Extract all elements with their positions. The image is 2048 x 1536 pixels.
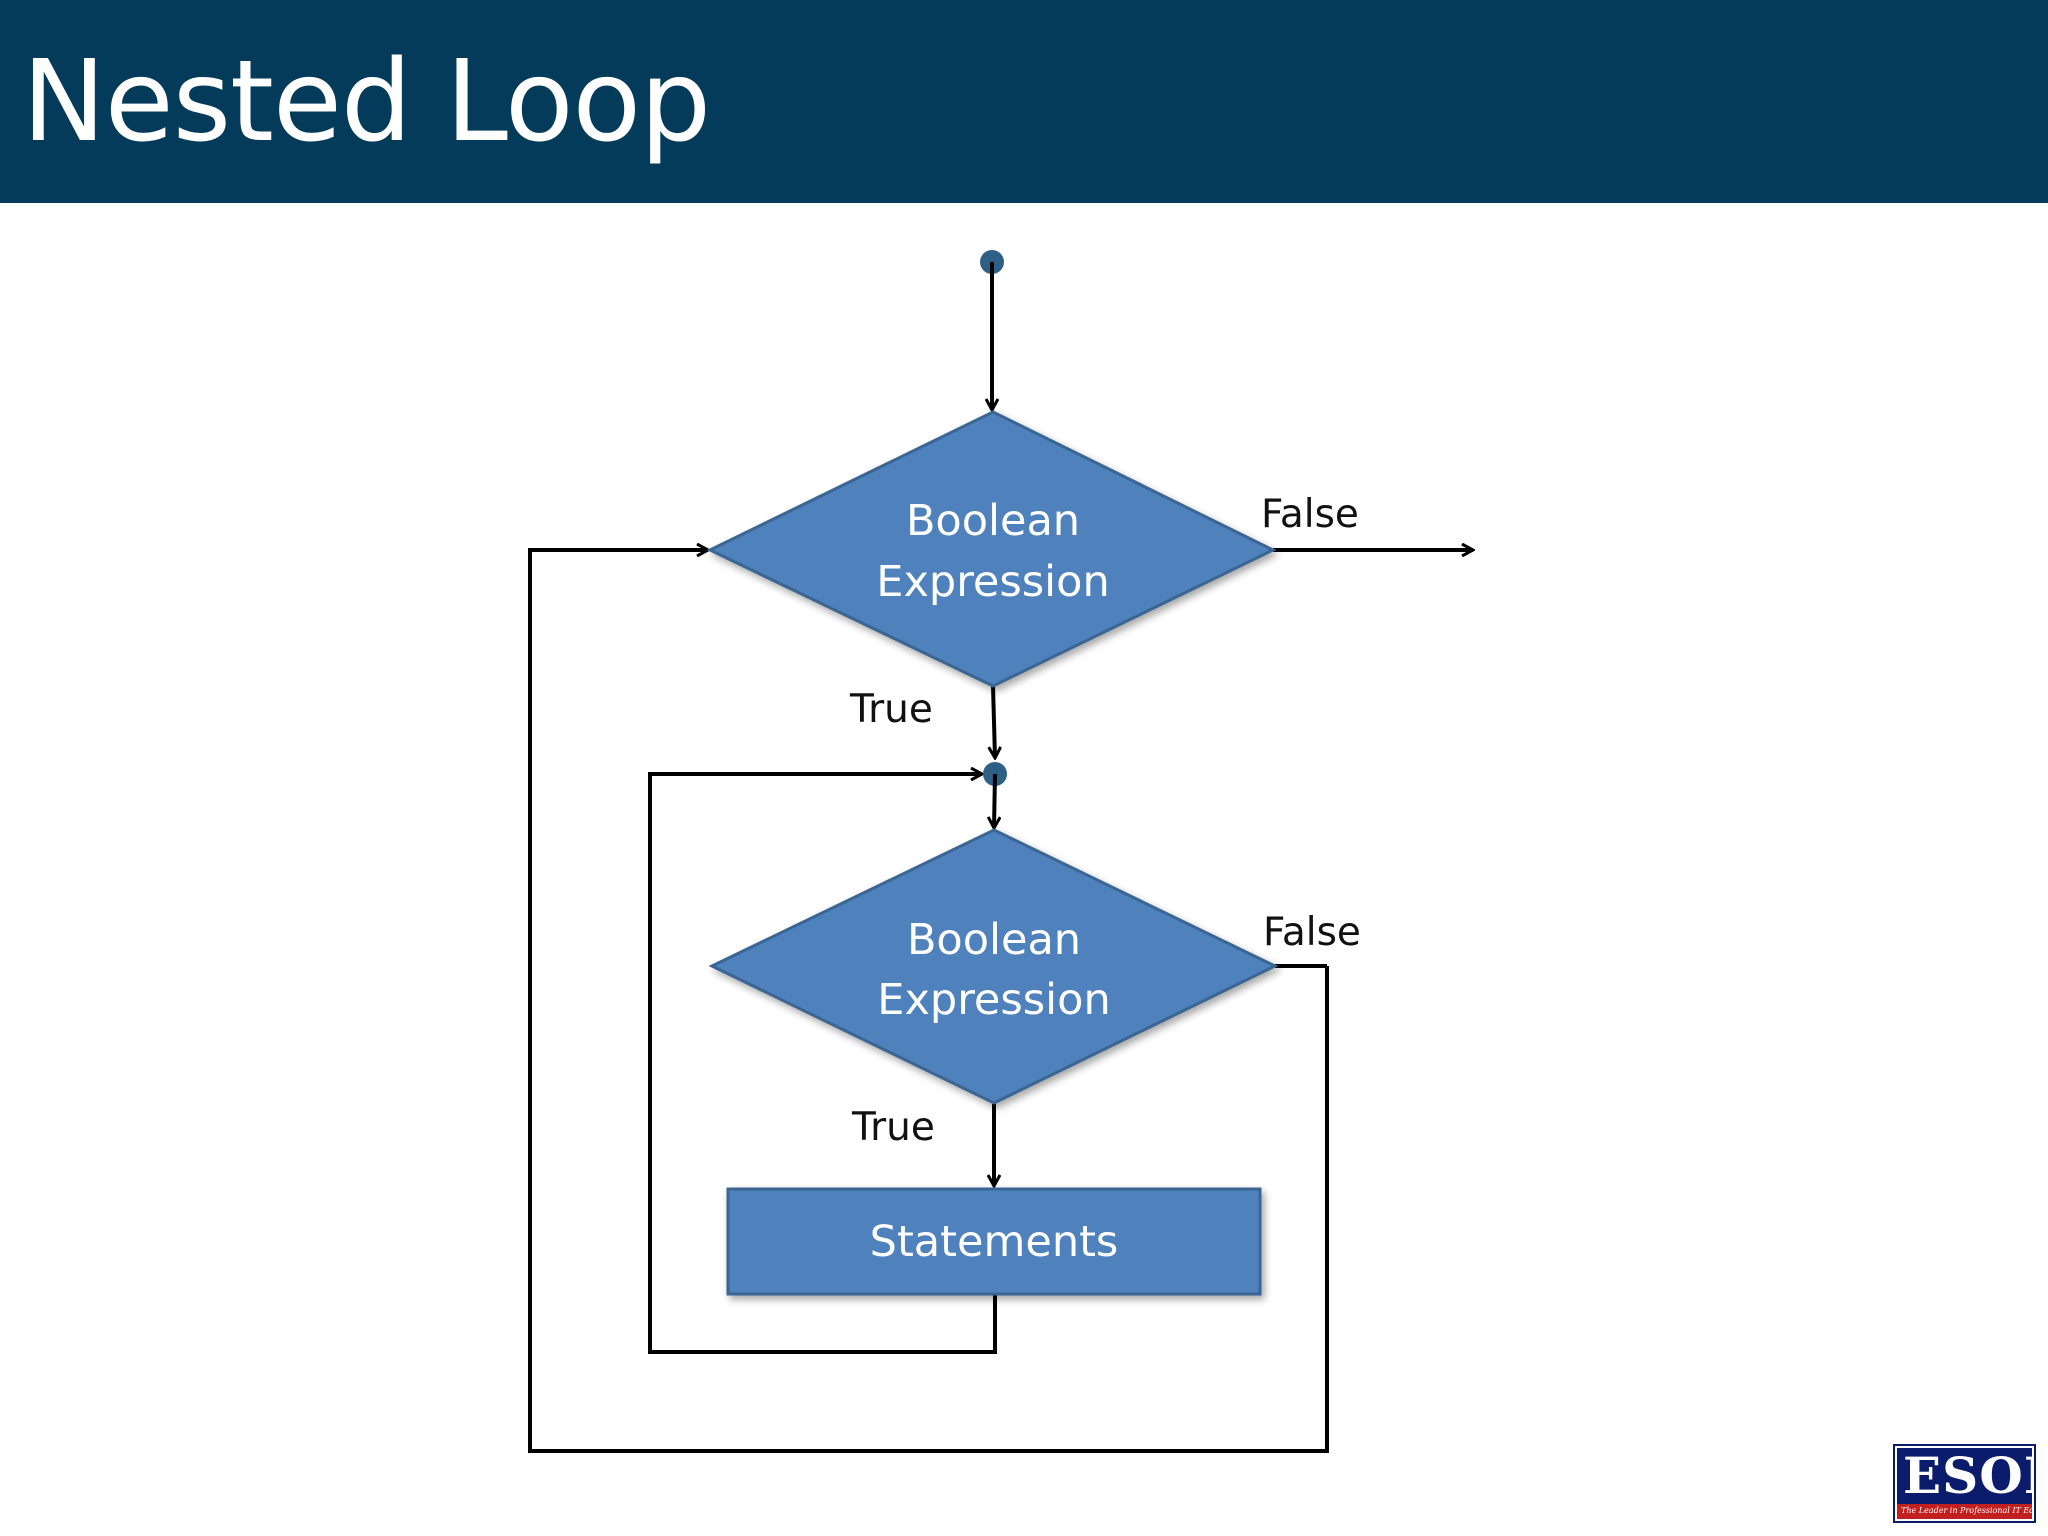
outer-decision-diamond [706, 410, 1277, 688]
outer-decision-label-line1: Boolean [906, 496, 1080, 546]
logo-text: ESOFT [1903, 1446, 2032, 1505]
outer-loop-connector [528, 550, 1329, 1453]
outer-false-label: False [1261, 492, 1359, 537]
inner-decision-label-line1: Boolean [907, 915, 1081, 965]
slide-title: Nested Loop [22, 37, 711, 167]
statements-label: Statements [870, 1217, 1119, 1267]
esoft-logo: ESOFT The Leader in Professional IT Educ… [1895, 1446, 2034, 1521]
outer-true-label: True [849, 687, 933, 732]
inner-true-label: True [851, 1105, 935, 1150]
title-bar: Nested Loop [0, 0, 2048, 203]
statements-box [726, 1187, 1262, 1296]
outer-true-connector [993, 685, 995, 758]
inner-decision-label-line2: Expression [877, 975, 1110, 1025]
inner-loop-connector [648, 774, 997, 1354]
inner-decision-diamond [708, 828, 1279, 1105]
logo-bar [1897, 1504, 2032, 1519]
outer-decision-label-line2: Expression [876, 557, 1109, 607]
junction-connector [994, 773, 995, 828]
logo-tagline: The Leader in Professional IT Education [1901, 1506, 2034, 1515]
inner-false-label: False [1263, 910, 1361, 955]
